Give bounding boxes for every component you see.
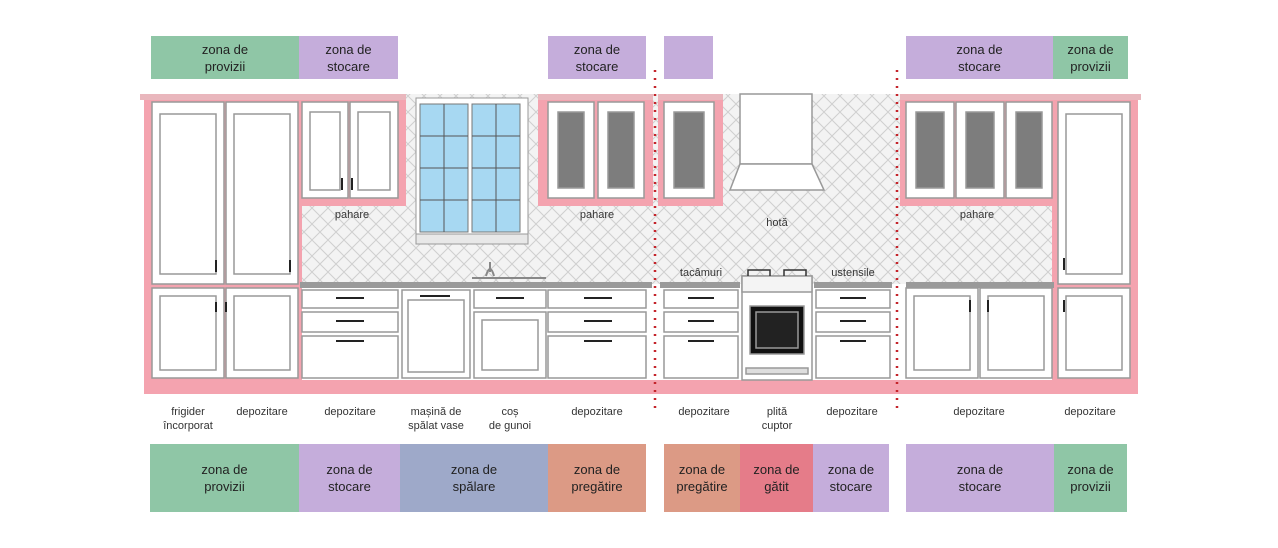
- label-cos-gunoi: coș de gunoi: [488, 406, 532, 432]
- bottom-zone-provizii: zona de provizii: [1054, 444, 1127, 512]
- bottom-zone-provizii: zona de provizii: [150, 444, 299, 512]
- label-plita-cuptor: plită cuptor: [761, 406, 793, 432]
- base-cabinets: [301, 287, 1053, 379]
- bottom-zone-stocare: zona de stocare: [299, 444, 400, 512]
- top-zone-stocare: [664, 36, 713, 79]
- label-depozitare: depozitare: [571, 406, 623, 418]
- window: [415, 97, 529, 245]
- label-pahare: pahare: [579, 209, 615, 221]
- stove: [741, 269, 813, 381]
- label-depozitare: depozitare: [236, 406, 288, 418]
- label-depozitare: depozitare: [324, 406, 376, 418]
- label-depozitare: depozitare: [1064, 406, 1116, 418]
- label-pahare: pahare: [959, 209, 995, 221]
- label-ustensile: ustensile: [831, 267, 875, 279]
- tall-cabinets-left: [151, 101, 299, 379]
- sink-faucet: [472, 262, 546, 279]
- top-zone-stocare: zona de stocare: [299, 36, 398, 79]
- label-depozitare: depozitare: [953, 406, 1005, 418]
- range-hood: [728, 93, 826, 191]
- bottom-zone-stocare: zona de stocare: [813, 444, 889, 512]
- top-zone-provizii: zona de provizii: [1053, 36, 1128, 79]
- zone-dividers: [653, 70, 899, 410]
- top-zone-provizii: zona de provizii: [151, 36, 299, 79]
- label-depozitare: depozitare: [678, 406, 730, 418]
- bottom-zone-gatit: zona de gătit: [740, 444, 813, 512]
- label-tacamuri: tacâmuri: [679, 267, 723, 279]
- label-pahare: pahare: [334, 209, 370, 221]
- label-depozitare: depozitare: [826, 406, 878, 418]
- label-hota: hotă: [766, 217, 788, 229]
- label-masina-spalat-vase: mașină de spălat vase: [408, 406, 464, 432]
- top-zone-stocare: zona de stocare: [548, 36, 646, 79]
- bottom-zone-pregatire: zona de pregătire: [664, 444, 740, 512]
- glass-cabinets: [547, 101, 1053, 199]
- bottom-zone-stocare: zona de stocare: [906, 444, 1054, 512]
- top-zone-stocare: zona de stocare: [906, 36, 1053, 79]
- bottom-zone-spalare: zona de spălare: [400, 444, 548, 512]
- bottom-zone-pregatire: zona de pregătire: [548, 444, 646, 512]
- label-frigider: frigider încorporat: [163, 406, 213, 432]
